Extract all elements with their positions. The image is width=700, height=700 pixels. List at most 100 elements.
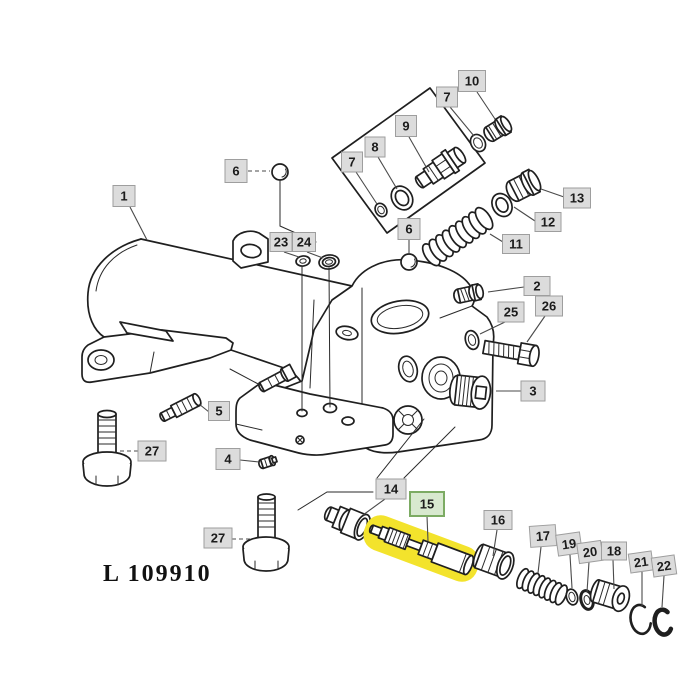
part-bolt-26 [482, 339, 540, 368]
callout-10[interactable]: 10 [458, 70, 486, 92]
callout-7a[interactable]: 7 [341, 151, 363, 173]
callout-1[interactable]: 1 [112, 185, 136, 207]
part-washer-25 [464, 329, 480, 351]
callout-number-10: 10 [465, 74, 479, 89]
callout-11[interactable]: 11 [502, 234, 530, 254]
callout-number-25: 25 [504, 305, 518, 320]
callout-box-1 [112, 185, 136, 207]
callout-number-26: 26 [542, 299, 556, 314]
callout-number-24: 24 [297, 235, 312, 250]
callout-box-3 [520, 380, 546, 402]
callout-box-6a [224, 159, 248, 183]
callout-number-19: 19 [561, 536, 577, 553]
callout-number-4: 4 [224, 452, 232, 467]
callout-number-1: 1 [120, 189, 127, 204]
callout-6a[interactable]: 6 [224, 159, 248, 183]
part-o-ring-19 [565, 588, 579, 606]
callout-18[interactable]: 18 [601, 541, 627, 561]
callout-box-9 [395, 115, 417, 137]
callout-number-7b: 7 [443, 90, 450, 105]
callout-number-2: 2 [533, 279, 540, 294]
leader-line-26 [526, 315, 546, 343]
leader-line-24 [306, 251, 324, 259]
leader-line-16 [492, 529, 498, 557]
callout-25[interactable]: 25 [497, 301, 525, 323]
callout-12[interactable]: 12 [534, 212, 562, 232]
part-valve-body [235, 258, 495, 456]
leader-line-14 [362, 498, 386, 516]
callout-26[interactable]: 26 [535, 295, 563, 317]
callout-27b[interactable]: 27 [203, 527, 233, 549]
callout-number-20: 20 [582, 544, 598, 561]
part-spring-17 [516, 567, 569, 606]
callout-7b[interactable]: 7 [436, 86, 458, 108]
callout-number-23: 23 [274, 235, 288, 250]
callout-23[interactable]: 23 [269, 232, 293, 252]
callout-box-18 [601, 541, 627, 561]
callout-box-6b [397, 218, 421, 240]
part-plug-10 [483, 115, 513, 143]
callout-number-27a: 27 [145, 444, 159, 459]
callout-number-22: 22 [656, 558, 672, 575]
callout-6b[interactable]: 6 [397, 218, 421, 240]
callout-15[interactable]: 15 [409, 491, 445, 517]
leader-line-7b [449, 106, 475, 137]
part-spring-11 [421, 206, 494, 267]
callout-box-24 [292, 232, 316, 252]
callout-box-8 [364, 136, 386, 158]
callout-box-27a [137, 440, 167, 462]
callout-number-21: 21 [633, 554, 649, 571]
callout-2[interactable]: 2 [523, 276, 551, 296]
leader-line-5 [198, 403, 210, 413]
callout-box-16 [483, 510, 513, 530]
part-stud [257, 363, 298, 393]
callout-24[interactable]: 24 [292, 232, 316, 252]
callout-box-14 [375, 478, 407, 500]
callout-number-27b: 27 [211, 531, 225, 546]
callout-22[interactable]: 22 [650, 554, 678, 578]
callout-9[interactable]: 9 [395, 115, 417, 137]
callout-box-5 [208, 401, 230, 421]
callout-box-7a [341, 151, 363, 173]
leader-line-22 [661, 575, 665, 608]
callout-13[interactable]: 13 [563, 187, 591, 209]
part-ball-6b [400, 253, 418, 271]
callout-number-17: 17 [535, 528, 550, 544]
callout-number-11: 11 [509, 237, 523, 252]
callout-17[interactable]: 17 [528, 524, 558, 548]
part-o-ring-8 [390, 185, 414, 211]
part-ball-6a [271, 163, 289, 181]
callout-3[interactable]: 3 [520, 380, 546, 402]
leader-line-9 [408, 136, 430, 173]
callout-5[interactable]: 5 [208, 401, 230, 421]
callout-14[interactable]: 14 [375, 478, 407, 500]
leader-line-17 [537, 546, 542, 574]
drop-line-24 [328, 267, 331, 408]
callout-19[interactable]: 19 [555, 531, 583, 557]
leader-line-10 [476, 91, 496, 120]
part-o-ring-12 [491, 192, 513, 218]
callout-27a[interactable]: 27 [137, 440, 167, 462]
callout-number-5: 5 [215, 404, 222, 419]
callout-box-7b [436, 86, 458, 108]
callout-number-6a: 6 [232, 164, 239, 179]
part-o-ring-7a [374, 202, 388, 218]
callout-number-7a: 7 [348, 155, 355, 170]
callout-20[interactable]: 20 [576, 539, 604, 565]
callout-8[interactable]: 8 [364, 136, 386, 158]
callout-number-13: 13 [570, 191, 584, 206]
leader-line-20 [586, 561, 590, 593]
callout-4[interactable]: 4 [215, 448, 241, 470]
part-ring-23 [295, 255, 311, 267]
part-grommet-24 [318, 254, 340, 270]
part-cup-16 [472, 543, 515, 580]
part-relief-valve-9 [414, 146, 467, 189]
callout-number-3: 3 [529, 384, 536, 399]
callout-21[interactable]: 21 [627, 550, 655, 574]
callout-16[interactable]: 16 [483, 510, 513, 530]
leader-line-18 [612, 559, 615, 590]
callout-number-12: 12 [541, 215, 555, 230]
leader-line-25 [479, 321, 506, 335]
